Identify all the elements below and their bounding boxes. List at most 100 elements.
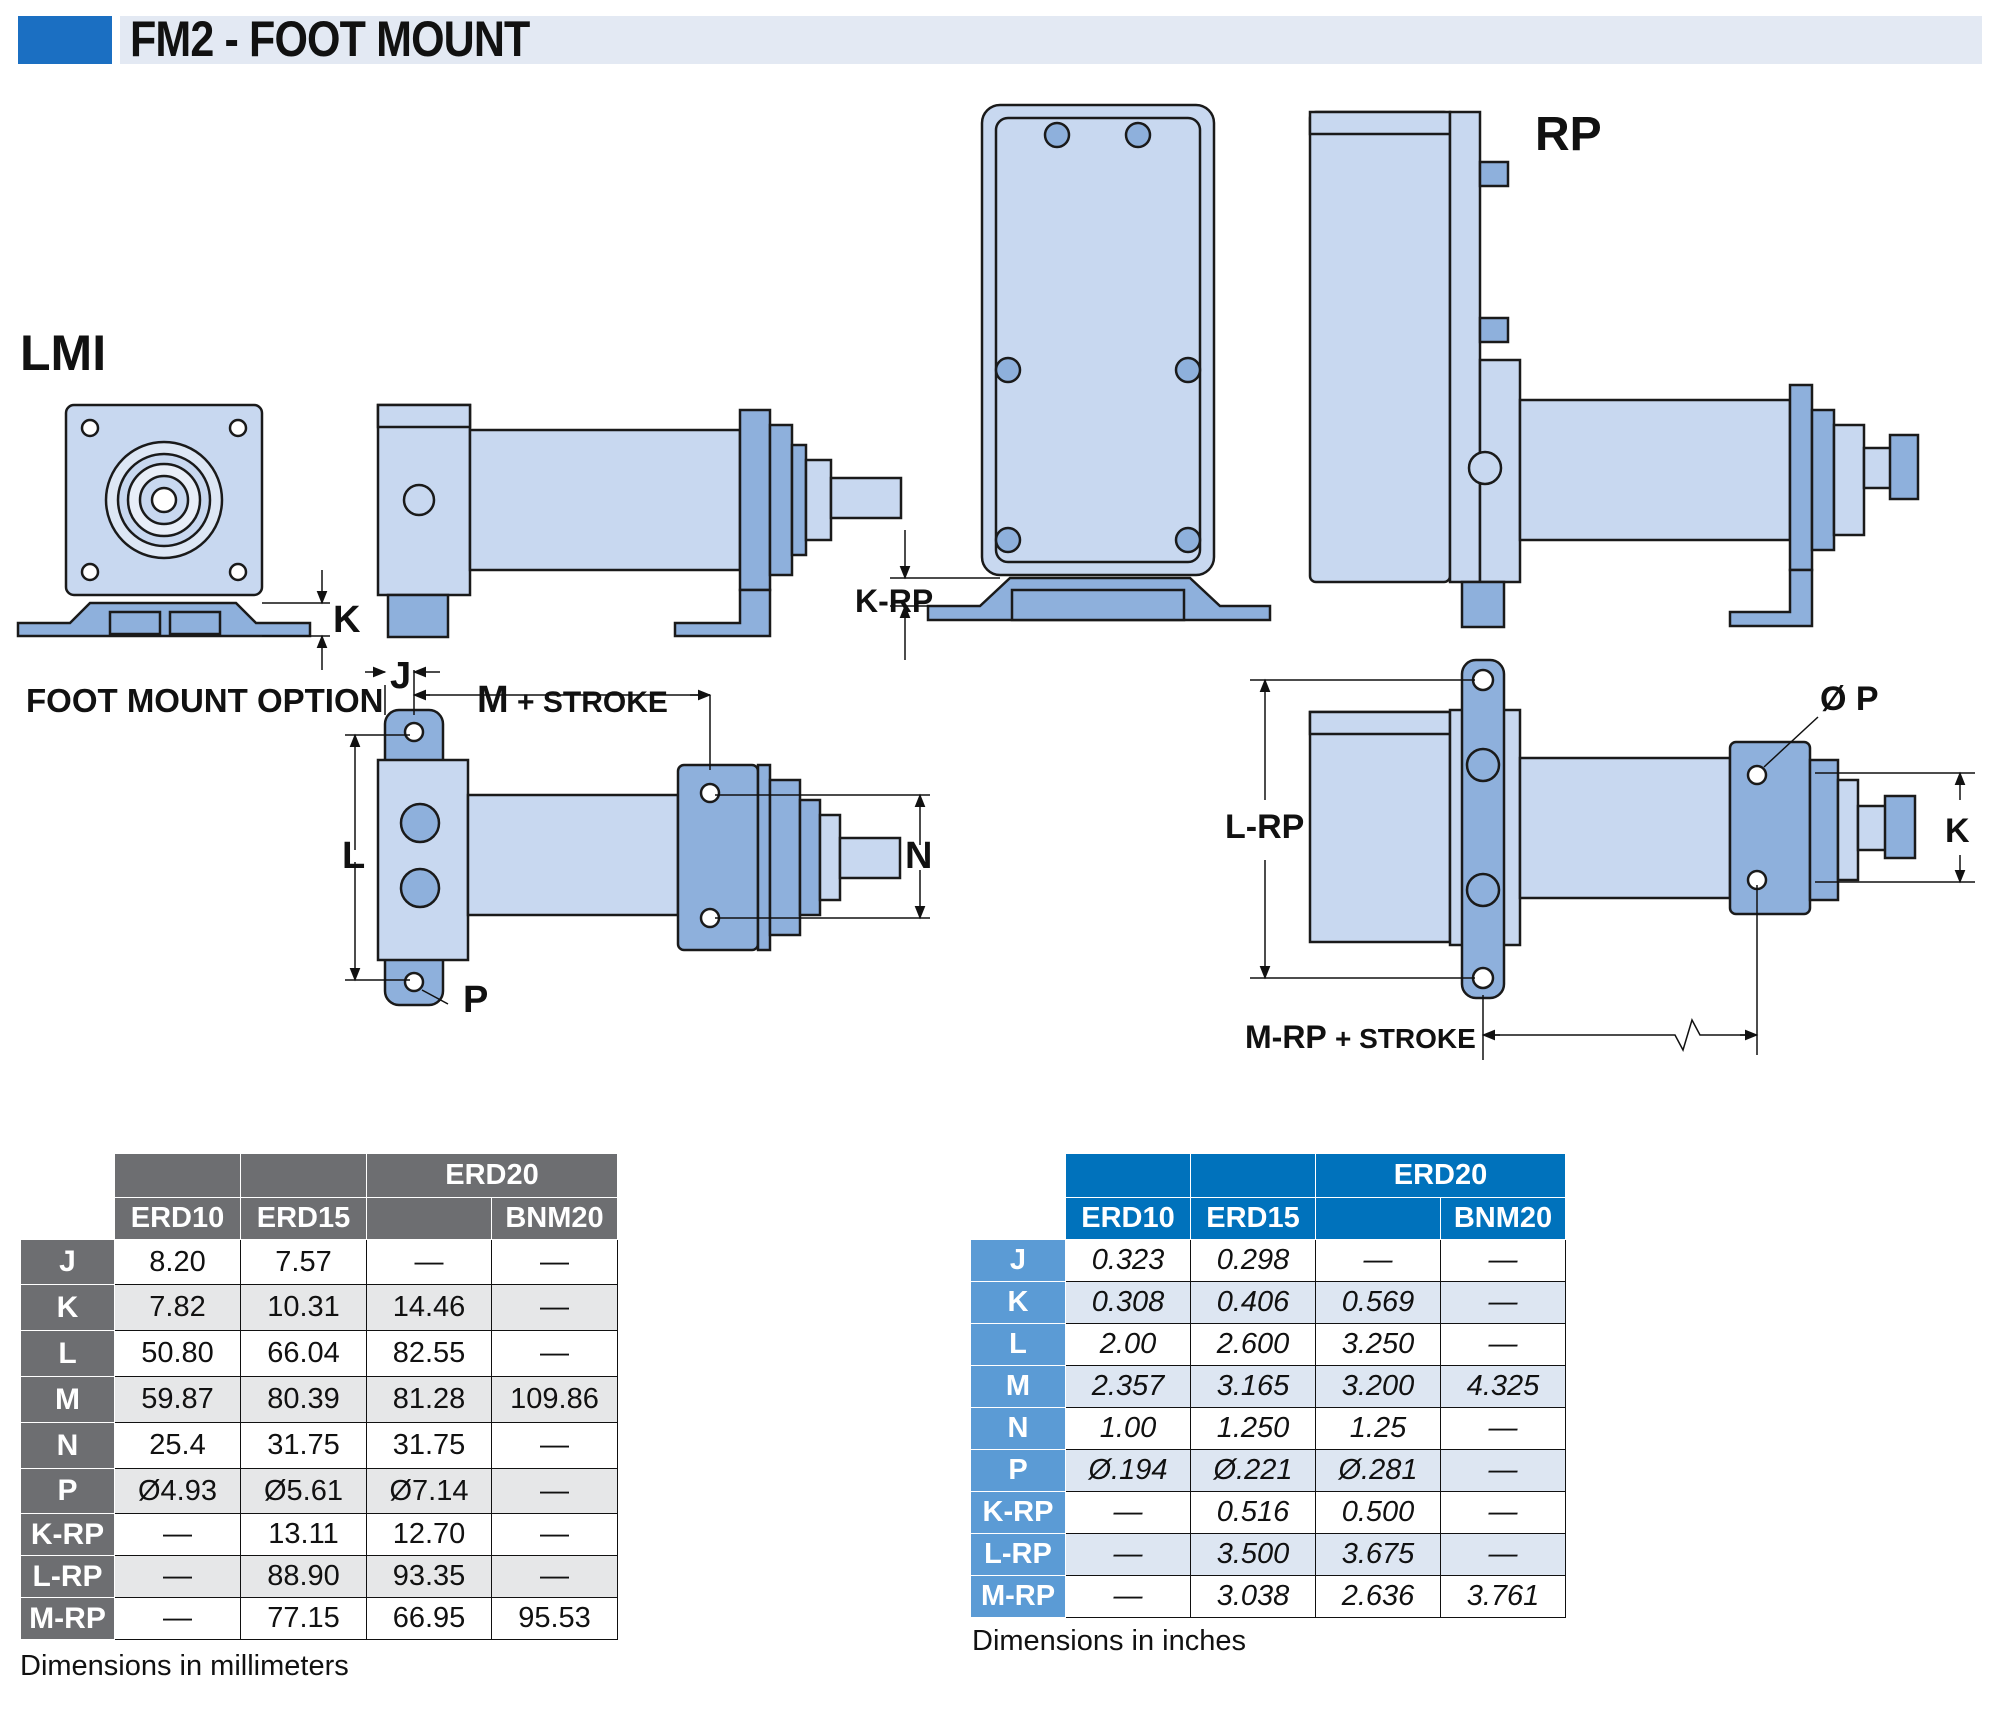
in-col-header: BNM20	[1440, 1197, 1566, 1240]
table-cell: 77.15	[240, 1597, 367, 1640]
page-title: FM2 - FOOT MOUNT	[130, 11, 530, 67]
table-cell: Ø.221	[1190, 1449, 1316, 1492]
table-cell: 4.325	[1440, 1365, 1566, 1408]
table-row: L 2.00 2.600 3.250 —	[970, 1323, 1566, 1366]
table-cell: —	[1440, 1239, 1566, 1282]
table-cell: 0.516	[1190, 1491, 1316, 1534]
table-cell: 2.357	[1065, 1365, 1191, 1408]
rp-side-view	[1308, 110, 1920, 629]
row-label: L-RP	[970, 1533, 1066, 1576]
foot-mount-option-label: FOOT MOUNT OPTION	[26, 682, 383, 719]
table-cell: —	[1440, 1407, 1566, 1450]
table-row: M-RP — 77.15 66.95 95.53	[20, 1597, 618, 1640]
dimension-table-in: ERD20 ERD10 ERD15 BNM20 J 0.323 0.298 — …	[970, 1153, 1566, 1618]
table-row: J 0.323 0.298 — —	[970, 1239, 1566, 1282]
lmi-label: LMI	[20, 325, 106, 381]
mm-col-header: BNM20	[491, 1197, 618, 1240]
table-cell: 0.308	[1065, 1281, 1191, 1324]
table-cell: 31.75	[366, 1422, 492, 1469]
dim-p-label: P	[463, 979, 488, 1021]
stroke-label-m: + STROKE	[517, 686, 668, 719]
stroke-label-m-rp: + STROKE	[1335, 1023, 1476, 1054]
in-col-header	[1315, 1197, 1441, 1240]
table-cell: 50.80	[114, 1330, 241, 1377]
table-cell: —	[1065, 1575, 1191, 1618]
table-row: K 7.82 10.31 14.46 —	[20, 1284, 618, 1331]
table-cell: —	[491, 1513, 618, 1556]
table-cell: 109.86	[491, 1376, 618, 1423]
table-cell: 2.600	[1190, 1323, 1316, 1366]
table-cell: 3.500	[1190, 1533, 1316, 1576]
row-label: P	[20, 1468, 115, 1514]
table-cell: 2.00	[1065, 1323, 1191, 1366]
table-cell: 3.038	[1190, 1575, 1316, 1618]
table-cell: 7.57	[240, 1239, 367, 1285]
row-label: M-RP	[20, 1597, 115, 1640]
table-cell: 1.25	[1315, 1407, 1441, 1450]
dim-m-rp-label: M-RP	[1245, 1019, 1327, 1055]
table-cell: 7.82	[114, 1284, 241, 1331]
table-cell: —	[1065, 1533, 1191, 1576]
in-col-header: ERD10	[1065, 1197, 1191, 1240]
row-label: P	[970, 1449, 1066, 1492]
table-cell: —	[491, 1468, 618, 1514]
table-row: N 1.00 1.250 1.25 —	[970, 1407, 1566, 1450]
rp-front-view	[926, 103, 1272, 622]
table-cell: 3.761	[1440, 1575, 1566, 1618]
table-cell: 14.46	[366, 1284, 492, 1331]
table-cell: 0.323	[1065, 1239, 1191, 1282]
table-cell: 3.250	[1315, 1323, 1441, 1366]
table-cell: —	[491, 1422, 618, 1469]
dim-m-label: M	[477, 679, 509, 721]
dim-n-label: N	[905, 835, 932, 877]
header-accent-block	[18, 16, 112, 64]
table-cell: 10.31	[240, 1284, 367, 1331]
caption-in: Dimensions in inches	[972, 1625, 1247, 1657]
technical-drawing: LMI RP FOOT MOUNT OPTION K J M + STROKE …	[16, 103, 1975, 1060]
table-cell: 1.00	[1065, 1407, 1191, 1450]
table-cell: —	[1440, 1449, 1566, 1492]
table-cell: Ø.194	[1065, 1449, 1191, 1492]
mm-col-header: ERD10	[114, 1197, 241, 1240]
table-cell: 88.90	[240, 1555, 367, 1598]
table-cell: 95.53	[491, 1597, 618, 1640]
table-cell: 8.20	[114, 1239, 241, 1285]
table-row: P Ø4.93 Ø5.61 Ø7.14 —	[20, 1468, 618, 1514]
dim-j-label: J	[390, 655, 411, 697]
caption-mm: Dimensions in millimeters	[20, 1650, 349, 1682]
row-label: L	[970, 1323, 1066, 1366]
table-cell: Ø5.61	[240, 1468, 367, 1514]
table-cell: 82.55	[366, 1330, 492, 1377]
table-row: M 2.357 3.165 3.200 4.325	[970, 1365, 1566, 1408]
header-band	[120, 16, 1982, 64]
table-cell: 81.28	[366, 1376, 492, 1423]
table-cell: —	[1440, 1281, 1566, 1324]
row-label: N	[20, 1422, 115, 1469]
table-row: P Ø.194 Ø.221 Ø.281 —	[970, 1449, 1566, 1492]
table-cell: —	[114, 1513, 241, 1556]
dim-l-label: L	[342, 835, 365, 877]
table-cell: 3.675	[1315, 1533, 1441, 1576]
table-cell: —	[1440, 1323, 1566, 1366]
table-cell: 0.569	[1315, 1281, 1441, 1324]
table-cell: —	[491, 1239, 618, 1285]
table-row: K 0.308 0.406 0.569 —	[970, 1281, 1566, 1324]
table-cell: 0.406	[1190, 1281, 1316, 1324]
table-cell: 66.04	[240, 1330, 367, 1377]
table-cell: 80.39	[240, 1376, 367, 1423]
row-label: K-RP	[20, 1513, 115, 1556]
table-row: M-RP — 3.038 2.636 3.761	[970, 1575, 1566, 1618]
table-row: L-RP — 3.500 3.675 —	[970, 1533, 1566, 1576]
mm-col-header	[366, 1197, 492, 1240]
lmi-top-view	[376, 708, 902, 1007]
table-cell: 13.11	[240, 1513, 367, 1556]
table-cell: 0.500	[1315, 1491, 1441, 1534]
table-cell: —	[114, 1555, 241, 1598]
dim-l-rp-label: L-RP	[1225, 808, 1304, 846]
row-label: J	[20, 1239, 115, 1285]
row-label: K	[20, 1284, 115, 1331]
table-cell: —	[1440, 1491, 1566, 1534]
in-group-header-erd20: ERD20	[1315, 1153, 1566, 1198]
table-cell: 1.250	[1190, 1407, 1316, 1450]
table-cell: 59.87	[114, 1376, 241, 1423]
